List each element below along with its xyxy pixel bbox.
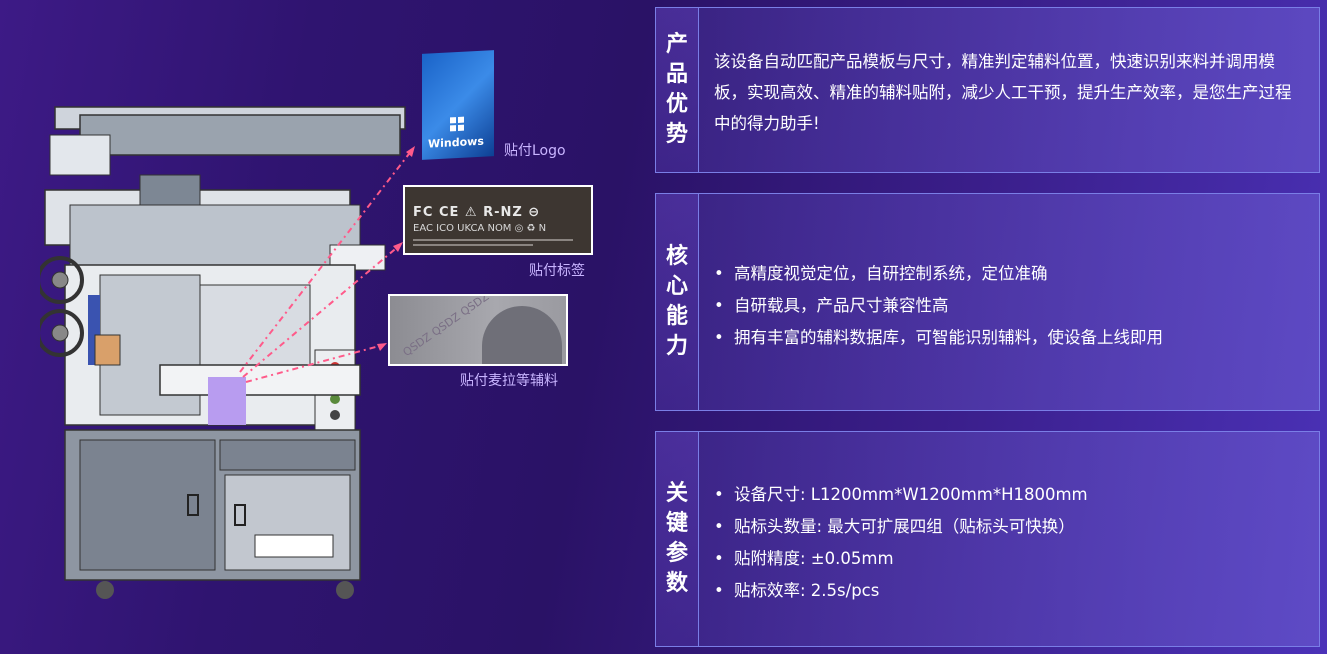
panel-title-core: 核 心 能 力 — [656, 194, 699, 410]
machine-illustration — [36, 95, 420, 605]
caption-label: 贴付标签 — [529, 263, 585, 279]
certification-label-image: FC CE ⚠ R-NZ ⊖ EAC ICO UKCA NOM ◎ ♻ N — [403, 185, 593, 255]
panel-key-parameters: 关 键 参 数 设备尺寸: L1200mm*W1200mm*H1800mm 贴标… — [655, 431, 1320, 647]
list-item: 设备尺寸: L1200mm*W1200mm*H1800mm — [714, 479, 1305, 511]
list-item: 贴附精度: ±0.05mm — [714, 543, 1305, 575]
windows-icon — [450, 116, 464, 132]
panel-title-advantage: 产 品 优 势 — [656, 8, 699, 172]
list-item: 拥有丰富的辅料数据库，可智能识别辅料，使设备上线即用 — [714, 322, 1305, 354]
mylar-material-image: QSDZ QSDZ QSDZ — [388, 294, 568, 366]
windows-logo-image: Windows — [422, 50, 494, 160]
panel-title-params: 关 键 参 数 — [656, 432, 699, 646]
list-item: 自研载具，产品尺寸兼容性高 — [714, 290, 1305, 322]
panel-product-advantage: 产 品 优 势 该设备自动匹配产品模板与尺寸，精准判定辅料位置，快速识别来料并调… — [655, 7, 1320, 173]
list-item: 高精度视觉定位，自研控制系统，定位准确 — [714, 258, 1305, 290]
list-item: 贴标效率: 2.5s/pcs — [714, 575, 1305, 607]
callout-pointers — [239, 146, 415, 383]
windows-logo-text: Windows — [428, 134, 484, 151]
params-list: 设备尺寸: L1200mm*W1200mm*H1800mm 贴标头数量: 最大可… — [714, 479, 1305, 607]
core-list: 高精度视觉定位，自研控制系统，定位准确 自研载具，产品尺寸兼容性高 拥有丰富的辅… — [714, 258, 1305, 354]
list-item: 贴标头数量: 最大可扩展四组（贴标头可快换） — [714, 511, 1305, 543]
advantage-text: 该设备自动匹配产品模板与尺寸，精准判定辅料位置，快速识别来料并调用模板，实现高效… — [714, 52, 1292, 133]
panel-core-capability: 核 心 能 力 高精度视觉定位，自研控制系统，定位准确 自研载具，产品尺寸兼容性… — [655, 193, 1320, 411]
caption-logo: 贴付Logo — [504, 143, 566, 159]
caption-mylar: 贴付麦拉等辅料 — [460, 373, 558, 389]
